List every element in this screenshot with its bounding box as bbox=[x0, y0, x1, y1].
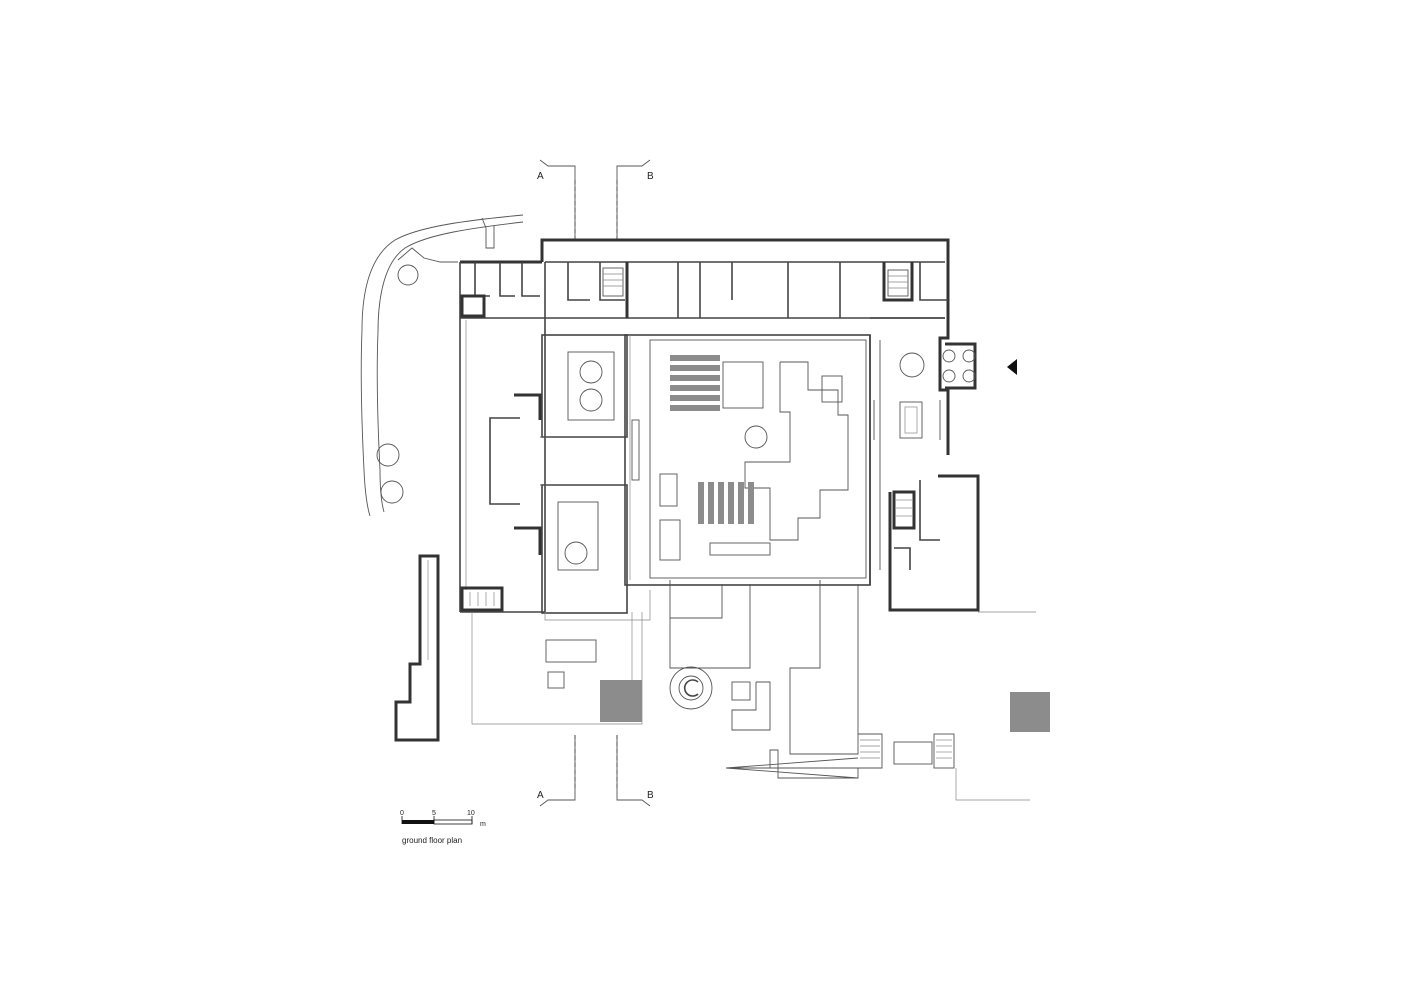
courtyard-west bbox=[540, 334, 628, 614]
section-label-a-top: A bbox=[537, 171, 544, 182]
entrance-arrow-icon bbox=[1007, 359, 1017, 375]
scale-tick-5: 5 bbox=[432, 810, 436, 817]
spiral-stair-icon bbox=[669, 666, 713, 710]
stair-north-west bbox=[602, 267, 624, 297]
south-terrace bbox=[471, 590, 651, 725]
stair-north-east bbox=[887, 269, 909, 297]
scale-tick-0: 0 bbox=[400, 810, 404, 817]
plan-caption: ground floor plan bbox=[402, 836, 462, 845]
tree-symbols-west bbox=[376, 264, 419, 504]
scale-bar bbox=[401, 816, 473, 825]
scale-tick-10: 10 bbox=[467, 810, 475, 817]
striped-seating-south bbox=[698, 482, 754, 524]
retaining-wall-west bbox=[394, 554, 440, 742]
central-hall bbox=[624, 334, 871, 586]
section-line-b-top bbox=[616, 159, 651, 240]
east-wing bbox=[869, 312, 1036, 613]
striped-seating-north bbox=[670, 355, 720, 411]
tree-symbols-courtyard bbox=[564, 352, 925, 565]
section-label-b-bottom: B bbox=[647, 790, 654, 801]
scale-unit: m bbox=[480, 821, 486, 828]
curved-path bbox=[360, 214, 524, 517]
gray-block-south-east bbox=[1010, 692, 1050, 732]
section-label-a-bottom: A bbox=[537, 790, 544, 801]
section-line-b-bottom bbox=[616, 735, 651, 807]
south-pathways bbox=[669, 580, 1030, 801]
section-line-a-top bbox=[539, 159, 576, 240]
entrance-vestibule bbox=[942, 342, 977, 390]
section-label-b-top: B bbox=[647, 171, 654, 182]
section-line-a-bottom bbox=[539, 735, 576, 807]
main-building bbox=[459, 238, 950, 613]
gray-block-south-west bbox=[600, 680, 642, 722]
